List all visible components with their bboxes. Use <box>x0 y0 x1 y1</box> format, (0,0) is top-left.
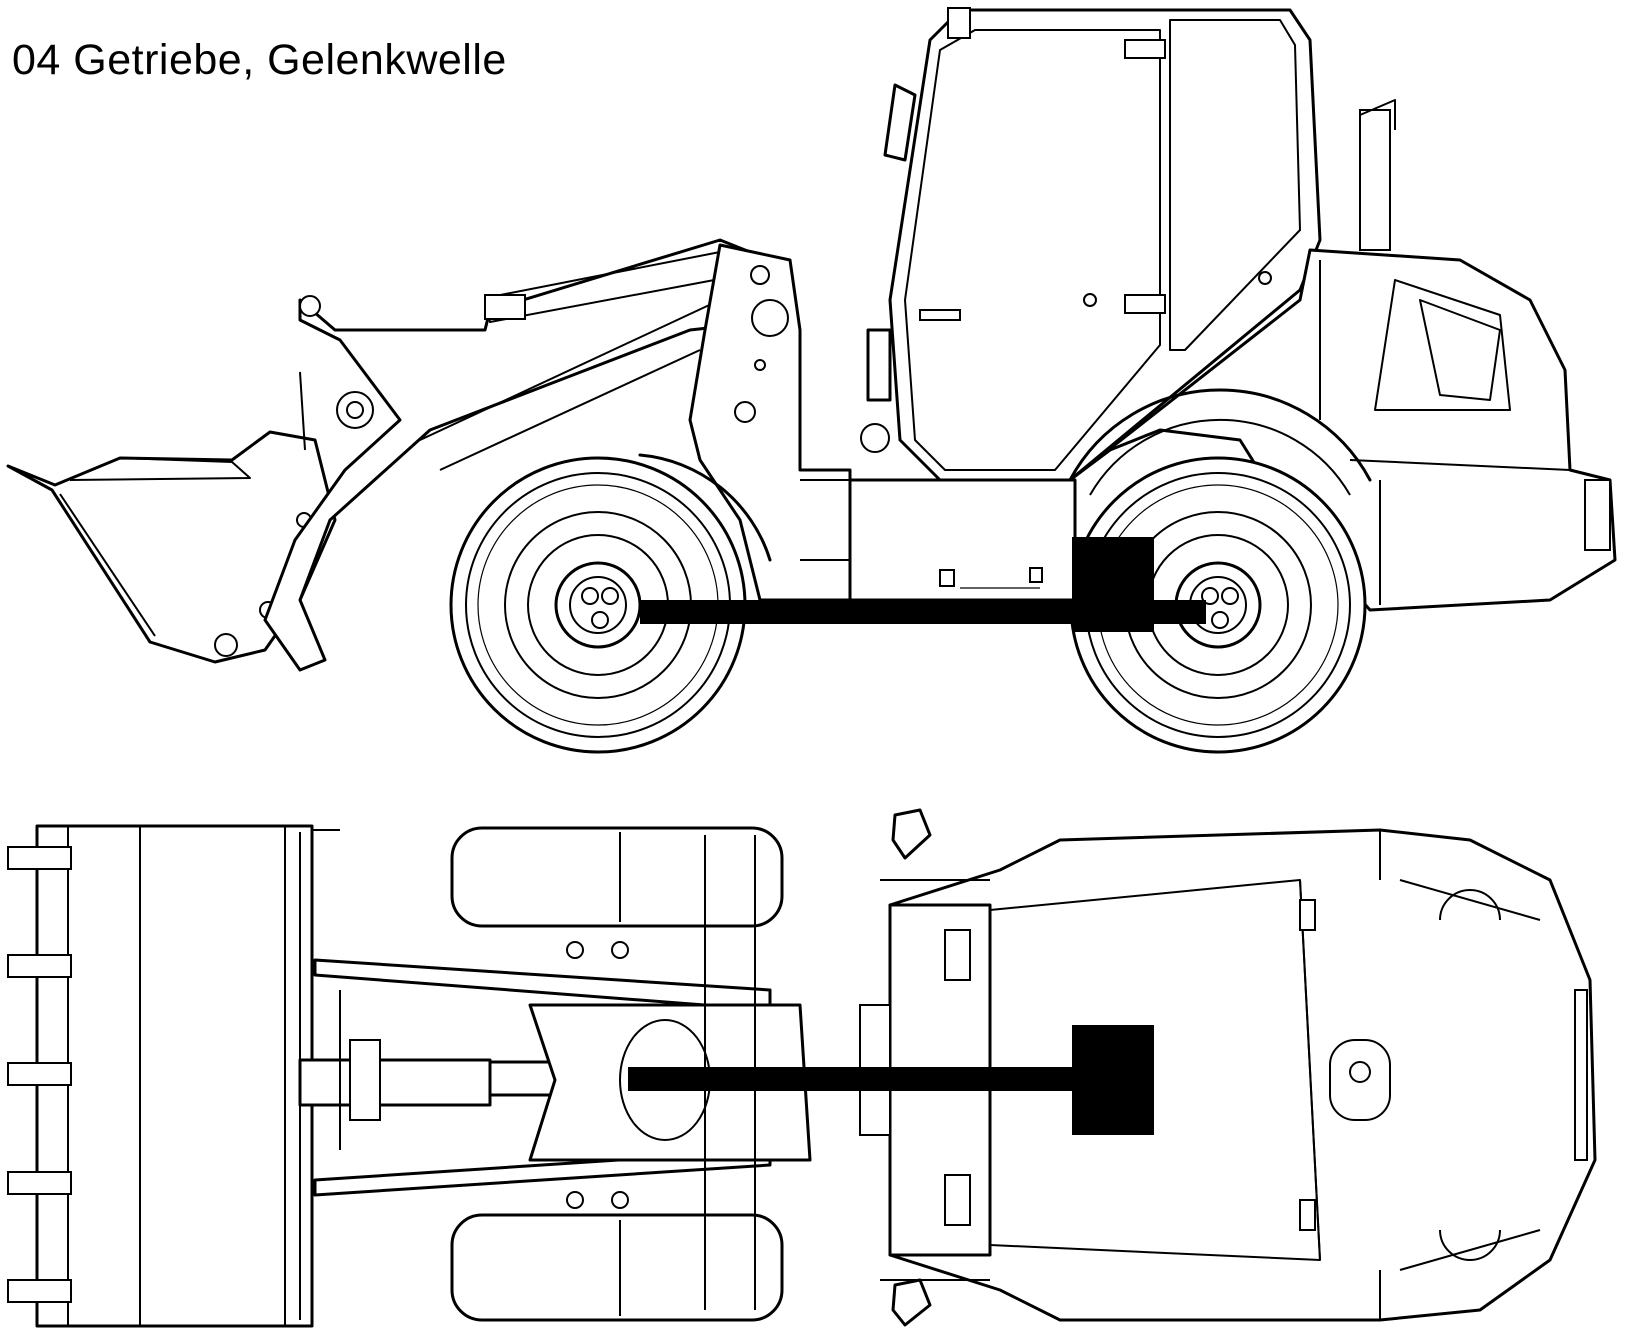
side-bucket <box>6 371 337 664</box>
top-rear-body <box>888 828 1597 1322</box>
top-view <box>7 808 1597 1328</box>
side-view <box>6 7 1617 754</box>
top-bucket <box>7 824 340 1328</box>
top-gearbox <box>1072 1025 1154 1135</box>
top-front-wheel-left <box>450 826 784 928</box>
page-title: 04 Getriebe, Gelenkwelle <box>12 36 507 84</box>
side-lift-arm <box>263 238 782 672</box>
side-chassis <box>848 478 1077 602</box>
top-mirrors <box>891 808 932 1327</box>
top-front-wheel-right <box>450 1213 784 1322</box>
side-propeller-shaft <box>640 600 1206 624</box>
top-propeller-shaft <box>628 1067 1078 1091</box>
side-cab <box>860 7 1322 482</box>
side-rear-body <box>1068 99 1617 612</box>
